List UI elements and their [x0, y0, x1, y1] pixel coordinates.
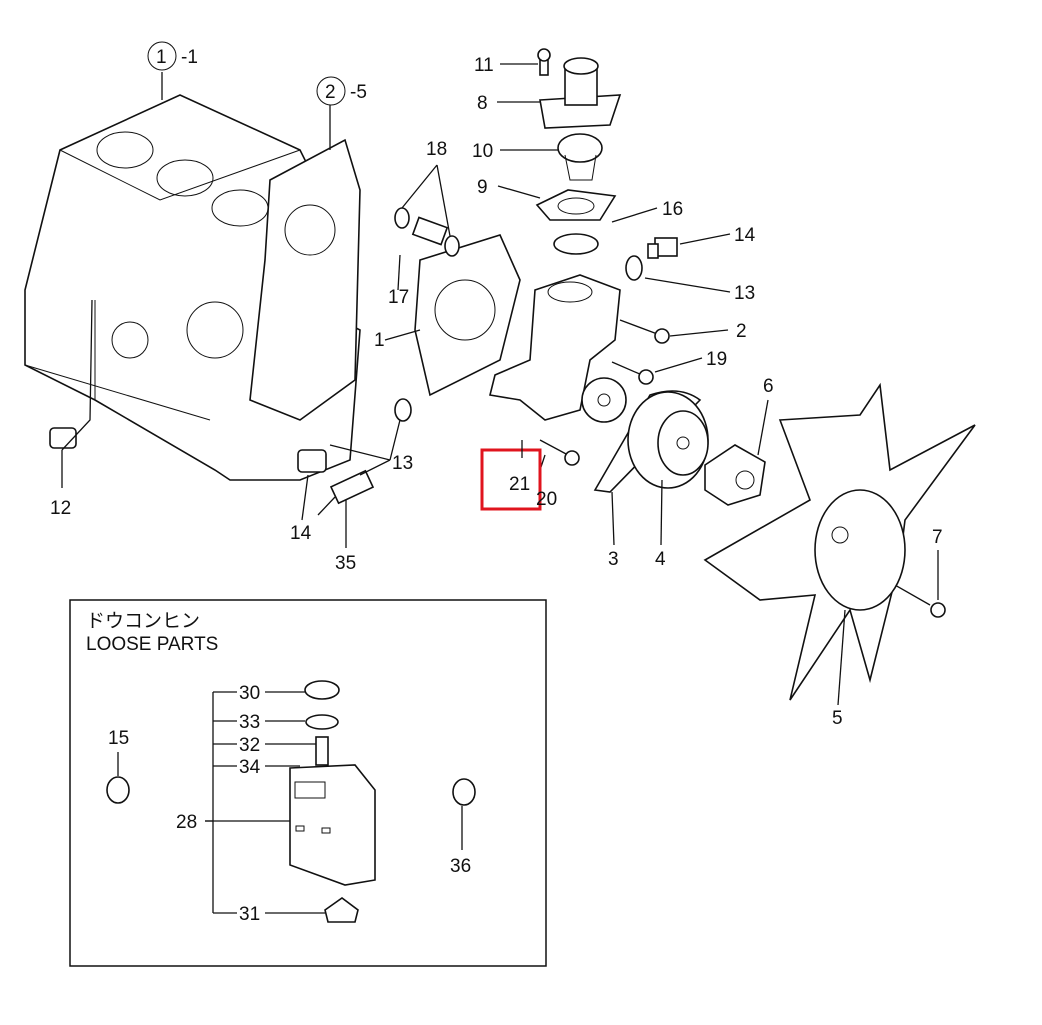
callout-34: 34	[239, 757, 261, 778]
seal-15	[106, 776, 130, 804]
callout-14b: 14	[290, 523, 312, 544]
callout-36: 36	[450, 856, 471, 877]
callout-14a: 14	[734, 225, 756, 246]
leader-lines	[61, 63, 939, 706]
callout-2: 2	[736, 321, 747, 342]
callout-5: 5	[832, 708, 843, 729]
fan-5	[703, 382, 976, 701]
callout-labels: 1 -1 2 -5 11 8 10 9 16 18 14 13 17 1 2 1…	[50, 41, 943, 729]
gasket-33	[305, 714, 339, 730]
water-pump	[489, 274, 627, 423]
callout-16: 16	[662, 199, 683, 220]
cap-30	[304, 680, 340, 700]
callout-18: 18	[426, 139, 447, 160]
callout-8: 8	[477, 93, 488, 114]
callout-20: 20	[536, 489, 557, 510]
callout-1-suffix: -1	[181, 47, 198, 68]
callout-35: 35	[335, 553, 356, 574]
callout-28: 28	[176, 812, 197, 833]
callout-21[interactable]: 21	[509, 474, 530, 495]
water-pump-gasket	[414, 234, 521, 397]
callout-1-circle: 1	[156, 47, 167, 68]
callout-11: 11	[474, 55, 494, 76]
callout-1: 1	[374, 330, 385, 351]
reserve-tank-28	[289, 764, 376, 886]
plug-14b	[297, 449, 327, 473]
highlight-box	[480, 448, 542, 511]
callout-3: 3	[608, 549, 619, 570]
callout-17: 17	[388, 287, 409, 308]
washer-13b	[394, 398, 412, 422]
callout-6: 6	[763, 376, 774, 397]
callout-13a: 13	[734, 283, 755, 304]
callout-15: 15	[108, 728, 129, 749]
drain-plug-12	[49, 427, 77, 449]
o-ring-16	[553, 233, 599, 255]
callout-31: 31	[239, 904, 260, 925]
plug-14	[647, 237, 678, 259]
loose-parts-title-en: LOOSE PARTS	[86, 634, 218, 655]
callout-33: 33	[239, 712, 260, 733]
bolts	[539, 319, 946, 618]
callout-4: 4	[655, 549, 666, 570]
callout-32: 32	[239, 735, 260, 756]
front-cover-gasket	[249, 138, 361, 421]
cap-31	[324, 897, 359, 923]
callout-9: 9	[477, 177, 488, 198]
spacer-6	[704, 444, 766, 506]
callout-10: 10	[472, 141, 493, 162]
seal-36	[452, 778, 476, 806]
callout-2-suffix: -5	[350, 82, 367, 103]
pipe-32	[315, 736, 329, 766]
temp-switch-35	[317, 469, 375, 516]
loose-parts-panel: ドウコンヒン LOOSE PARTS 15 36 30 33 32 34 28 …	[69, 599, 547, 967]
callout-13b: 13	[392, 453, 413, 474]
loose-parts-title-jp: ドウコンヒン	[86, 611, 200, 632]
fan-pulley	[627, 391, 709, 489]
washer-13	[625, 255, 643, 281]
callout-7: 7	[932, 527, 943, 548]
callout-12: 12	[50, 498, 71, 519]
callout-30: 30	[239, 683, 260, 704]
water-flange	[537, 48, 622, 129]
callout-2-circle: 2	[325, 82, 336, 103]
thermostat	[557, 133, 603, 181]
callout-19: 19	[706, 349, 727, 370]
thermostat-gasket	[535, 189, 617, 221]
